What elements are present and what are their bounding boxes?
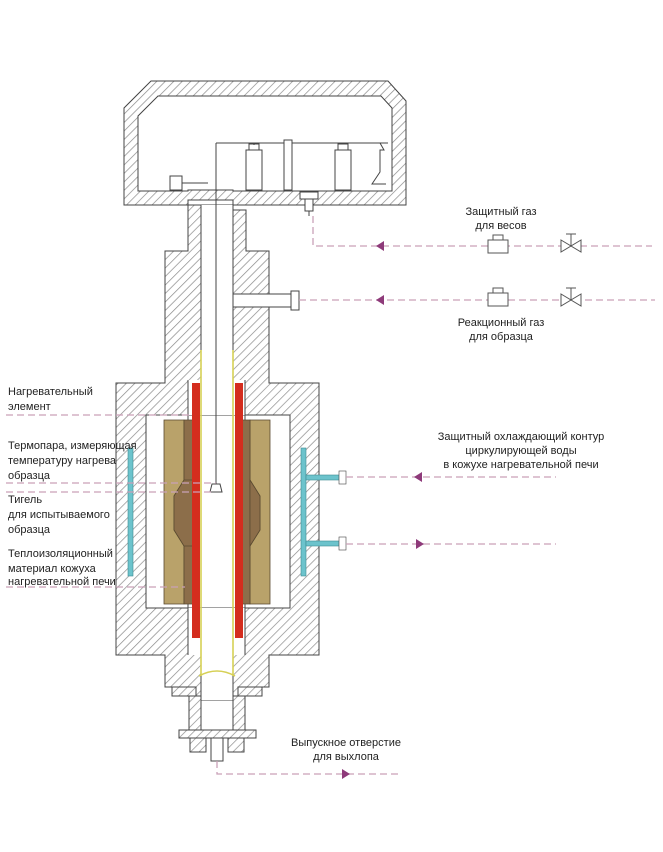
valve-reaction-gas	[560, 287, 582, 307]
svg-text:Термопара, измеряющая: Термопара, измеряющая	[8, 440, 137, 452]
flowmeter-shield-gas	[487, 234, 509, 254]
svg-text:Защитный охлаждающий контур: Защитный охлаждающий контур	[438, 431, 605, 443]
svg-text:материал кожуха: материал кожуха	[8, 563, 97, 575]
valve-shield-gas	[560, 233, 582, 253]
furnace-shell	[115, 204, 320, 701]
svg-text:Нагревательный: Нагревательный	[8, 386, 93, 398]
flowmeter-reaction-gas	[487, 287, 509, 307]
label-shield-gas-balance: Защитный газ для весов	[466, 206, 537, 232]
svg-text:в кожухе нагревательной печи: в кожухе нагревательной печи	[443, 459, 598, 471]
insulation-material	[163, 419, 271, 605]
label-heating-element: Нагревательный элемент	[8, 386, 93, 413]
heating-element	[192, 383, 243, 638]
label-thermocouple: Термопара, измеряющая температуру нагрев…	[8, 440, 137, 482]
label-crucible: Тигель для испытываемого образца	[8, 494, 110, 536]
reaction-tube	[198, 350, 236, 677]
svg-text:элемент: элемент	[8, 401, 51, 413]
label-insulation: Теплоизоляционный материал кожуха нагрев…	[8, 548, 116, 588]
svg-text:для испытываемого: для испытываемого	[8, 509, 110, 521]
arrow-right-exhaust	[342, 769, 350, 779]
svg-text:нагревательной печи: нагревательной печи	[8, 576, 116, 588]
arrow-left-reaction	[376, 295, 384, 305]
arrow-left-cooling	[414, 472, 422, 482]
svg-text:образца: образца	[8, 524, 51, 536]
label-reaction-gas: Реакционный газ для образца	[458, 317, 545, 343]
svg-text:для весов: для весов	[475, 220, 526, 232]
arrow-left-shield	[376, 241, 384, 251]
arrow-right-cooling	[416, 539, 424, 549]
balance-mechanism	[169, 139, 388, 216]
svg-text:Реакционный газ: Реакционный газ	[458, 317, 545, 329]
svg-text:Тигель: Тигель	[8, 494, 42, 506]
svg-text:Выпускное отверстие: Выпускное отверстие	[291, 737, 401, 749]
reaction-gas-port	[232, 290, 300, 311]
svg-text:циркулирующей воды: циркулирующей воды	[465, 445, 576, 457]
svg-text:для образца: для образца	[469, 331, 534, 343]
cooling-circuit	[127, 447, 347, 577]
shield-gas-line	[312, 216, 652, 247]
svg-text:Защитный газ: Защитный газ	[466, 206, 537, 218]
label-exhaust: Выпускное отверстие для выхлопа	[291, 737, 401, 763]
svg-text:температуру нагрева: температуру нагрева	[8, 455, 117, 467]
gas-lines	[6, 216, 655, 775]
svg-text:образца: образца	[8, 470, 51, 482]
label-cooling-circuit: Защитный охлаждающий контур циркулирующе…	[438, 431, 605, 471]
svg-text:для выхлопа: для выхлопа	[313, 751, 380, 763]
flow-arrows	[342, 241, 424, 779]
exhaust-flange	[171, 686, 263, 762]
exhaust-line	[216, 761, 399, 775]
crucible	[209, 152, 223, 493]
svg-text:Теплоизоляционный: Теплоизоляционный	[8, 548, 113, 560]
